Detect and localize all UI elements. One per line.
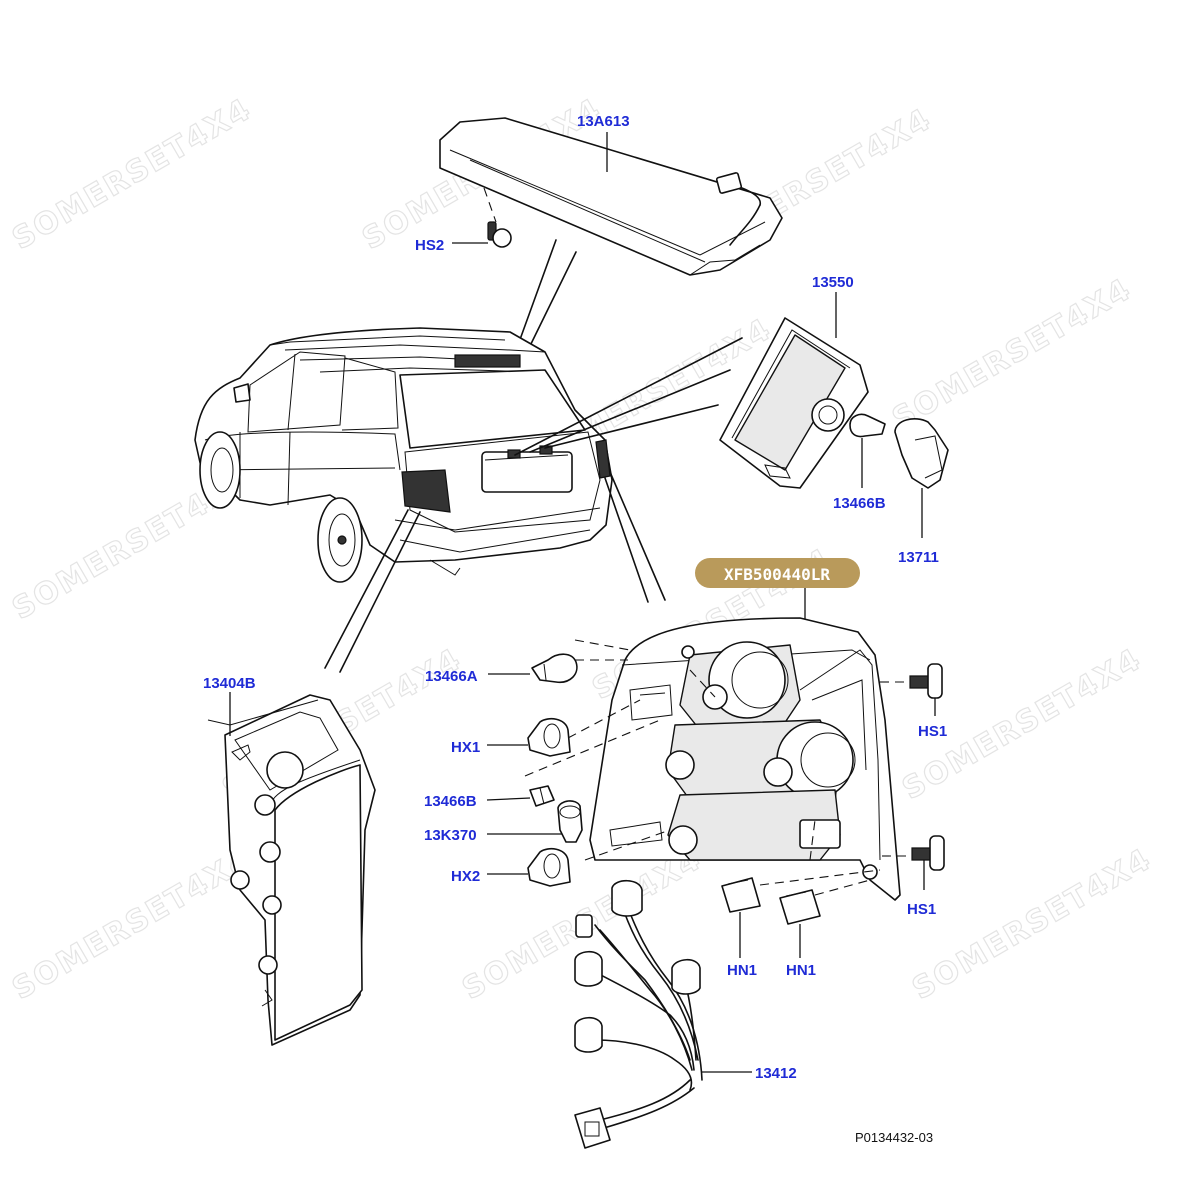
watermark: SOMERSET4X4	[7, 92, 258, 257]
tail-lamp-side-view[interactable]	[207, 694, 376, 1046]
watermark: SOMERSET4X4	[887, 272, 1138, 437]
callout-HN1-right[interactable]: HN1	[786, 962, 816, 979]
vehicle-rear-view	[194, 327, 613, 583]
callout-13466B-plate[interactable]: 13466B	[833, 495, 886, 512]
pointer-line	[339, 511, 421, 673]
nut-hn1-left[interactable]	[721, 877, 761, 913]
number-plate-lamp[interactable]	[719, 317, 949, 489]
pointer-line	[514, 337, 743, 456]
callout-HS2[interactable]: HS2	[415, 237, 444, 254]
pointer-line	[609, 471, 666, 601]
pointer-line	[527, 251, 577, 351]
callout-HX2[interactable]: HX2	[451, 868, 480, 885]
pointer-line	[544, 404, 719, 449]
callout-HS1-top[interactable]: HS1	[918, 723, 947, 740]
pointer-line	[529, 369, 731, 453]
pointer-line	[604, 477, 649, 603]
callout-HX1[interactable]: HX1	[451, 739, 480, 756]
screw-hs2[interactable]	[483, 187, 512, 248]
wiring-harness[interactable]	[574, 879, 703, 1149]
watermark: SOMERSET4X4	[7, 842, 258, 1007]
pointer-line	[517, 239, 557, 346]
callout-13711[interactable]: 13711	[898, 549, 939, 566]
callout-13404B[interactable]: 13404B	[203, 675, 256, 692]
figure-id: P0134432-03	[855, 1130, 933, 1145]
bulb-13466B[interactable]	[529, 785, 555, 807]
highlight-pill	[695, 558, 860, 588]
callout-13A613[interactable]: 13A613	[577, 113, 630, 130]
screw-hs1-top[interactable]	[880, 663, 943, 699]
callout-13466B[interactable]: 13466B	[424, 793, 477, 810]
bulb-13466A[interactable]	[531, 653, 578, 684]
callout-13466A[interactable]: 13466A	[425, 668, 478, 685]
callout-13K370[interactable]: 13K370	[424, 827, 477, 844]
tail-lamp-assembly[interactable]	[589, 617, 901, 901]
grommet-hx1[interactable]	[527, 717, 571, 757]
nut-hn1-right[interactable]	[779, 889, 821, 925]
callout-HN1-left[interactable]: HN1	[727, 962, 757, 979]
callout-13412[interactable]: 13412	[755, 1065, 797, 1082]
callout-13550[interactable]: 13550	[812, 274, 854, 291]
high-mounted-stop-lamp[interactable]	[439, 117, 783, 276]
grommet-hx2[interactable]	[527, 847, 571, 887]
pointer-line	[324, 509, 409, 669]
highlight-label[interactable]: XFB500440LR	[724, 565, 830, 584]
part-number-highlight[interactable]: XFB500440LR	[695, 558, 860, 588]
callout-HS1-bottom[interactable]: HS1	[907, 901, 936, 918]
screw-hs1-bottom[interactable]	[882, 835, 945, 871]
socket-13K370[interactable]	[557, 800, 583, 843]
